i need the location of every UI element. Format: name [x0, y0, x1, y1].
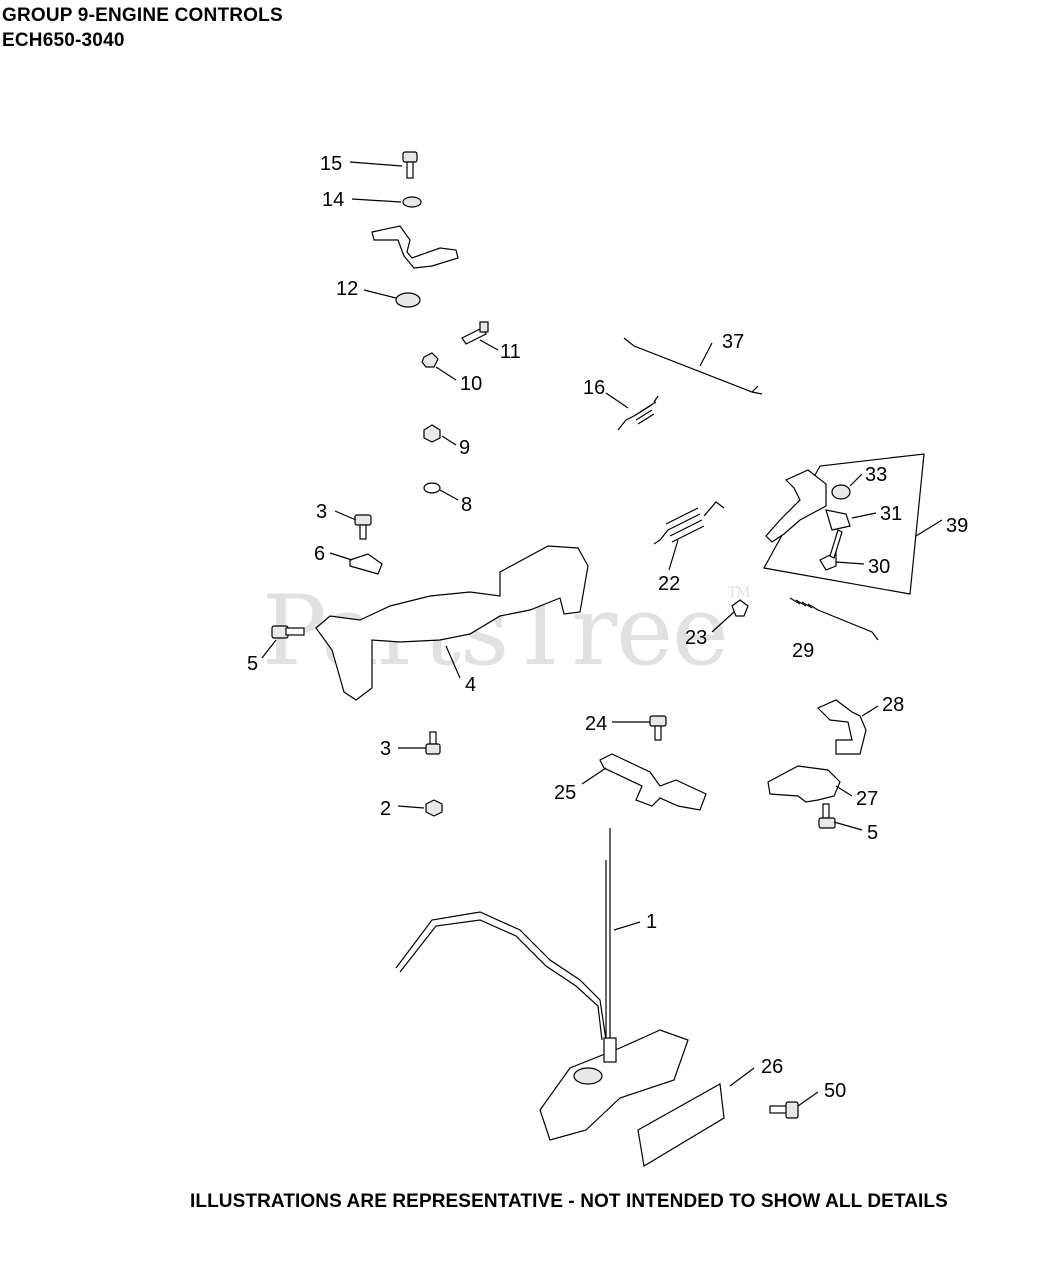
part-bolt-3-upper: [354, 514, 372, 540]
callout-1: 1: [646, 911, 657, 933]
part-bolt-5-right: [818, 803, 836, 829]
part-bolt-24: [649, 715, 667, 741]
callout-9: 9: [459, 437, 470, 459]
part-plate-27: [767, 765, 841, 803]
part-mount-bracket-4: [315, 545, 589, 701]
callout-3-upper: 3: [316, 501, 327, 523]
callout-6: 6: [314, 543, 325, 565]
part-spring-22: [653, 501, 725, 545]
callout-5-right: 5: [867, 822, 878, 844]
callout-5-left: 5: [247, 653, 258, 675]
callout-8: 8: [461, 494, 472, 516]
callout-37: 37: [722, 331, 744, 353]
part-washer-8: [423, 482, 441, 494]
part-bracket-25: [599, 753, 707, 811]
callout-2: 2: [380, 798, 391, 820]
callout-16: 16: [583, 377, 605, 399]
callout-30: 30: [868, 556, 890, 578]
part-spring-16: [617, 395, 659, 431]
callout-26: 26: [761, 1056, 783, 1078]
part-pin-11: [461, 321, 489, 345]
callout-31: 31: [880, 503, 902, 525]
callout-23: 23: [685, 627, 707, 649]
part-control-cable-1: [395, 828, 689, 1141]
part-bolt-15: [402, 151, 418, 179]
part-clip-6: [349, 553, 383, 575]
part-governor-assembly-39: [763, 453, 925, 595]
part-nut-10: [421, 352, 439, 368]
callout-24: 24: [585, 713, 607, 735]
diagram-title: GROUP 9-ENGINE CONTROLS: [2, 5, 283, 26]
part-bolt-3-lower: [425, 731, 441, 755]
callout-27: 27: [856, 788, 878, 810]
part-spring-rod-29: [789, 597, 879, 641]
part-nut-2: [425, 799, 443, 817]
part-arm-28: [816, 699, 867, 755]
callout-11: 11: [500, 341, 521, 363]
callout-28: 28: [882, 694, 904, 716]
callout-14: 14: [322, 189, 344, 211]
part-nut-9: [423, 424, 441, 443]
callout-labels: 15 14 12 11 37 10 16 9 33 8 31 3 39 6 30…: [247, 153, 968, 1102]
callout-29: 29: [792, 640, 814, 662]
part-washer-12: [395, 292, 421, 308]
callout-12: 12: [336, 278, 358, 300]
disclaimer-footer: ILLUSTRATIONS ARE REPRESENTATIVE - NOT I…: [190, 1191, 948, 1212]
part-bracket-arm: [371, 225, 459, 269]
model-number: ECH650-3040: [2, 30, 125, 51]
watermark-trademark: TM: [727, 585, 751, 601]
callout-15: 15: [320, 153, 342, 175]
part-bolt-5-left: [271, 625, 305, 639]
callout-33: 33: [865, 464, 887, 486]
callout-3-lower: 3: [380, 738, 391, 760]
part-rod-37: [623, 337, 763, 395]
part-clip-23: [731, 599, 749, 617]
part-washer-14: [402, 196, 422, 208]
callout-10: 10: [460, 373, 482, 395]
callout-4: 4: [465, 674, 476, 696]
callout-25: 25: [554, 782, 576, 804]
callout-39: 39: [946, 515, 968, 537]
part-bolt-50: [769, 1101, 799, 1119]
part-plate-26: [637, 1083, 725, 1167]
callout-22: 22: [658, 573, 680, 595]
leader-lines: [261, 161, 943, 1107]
callout-50: 50: [824, 1080, 846, 1102]
